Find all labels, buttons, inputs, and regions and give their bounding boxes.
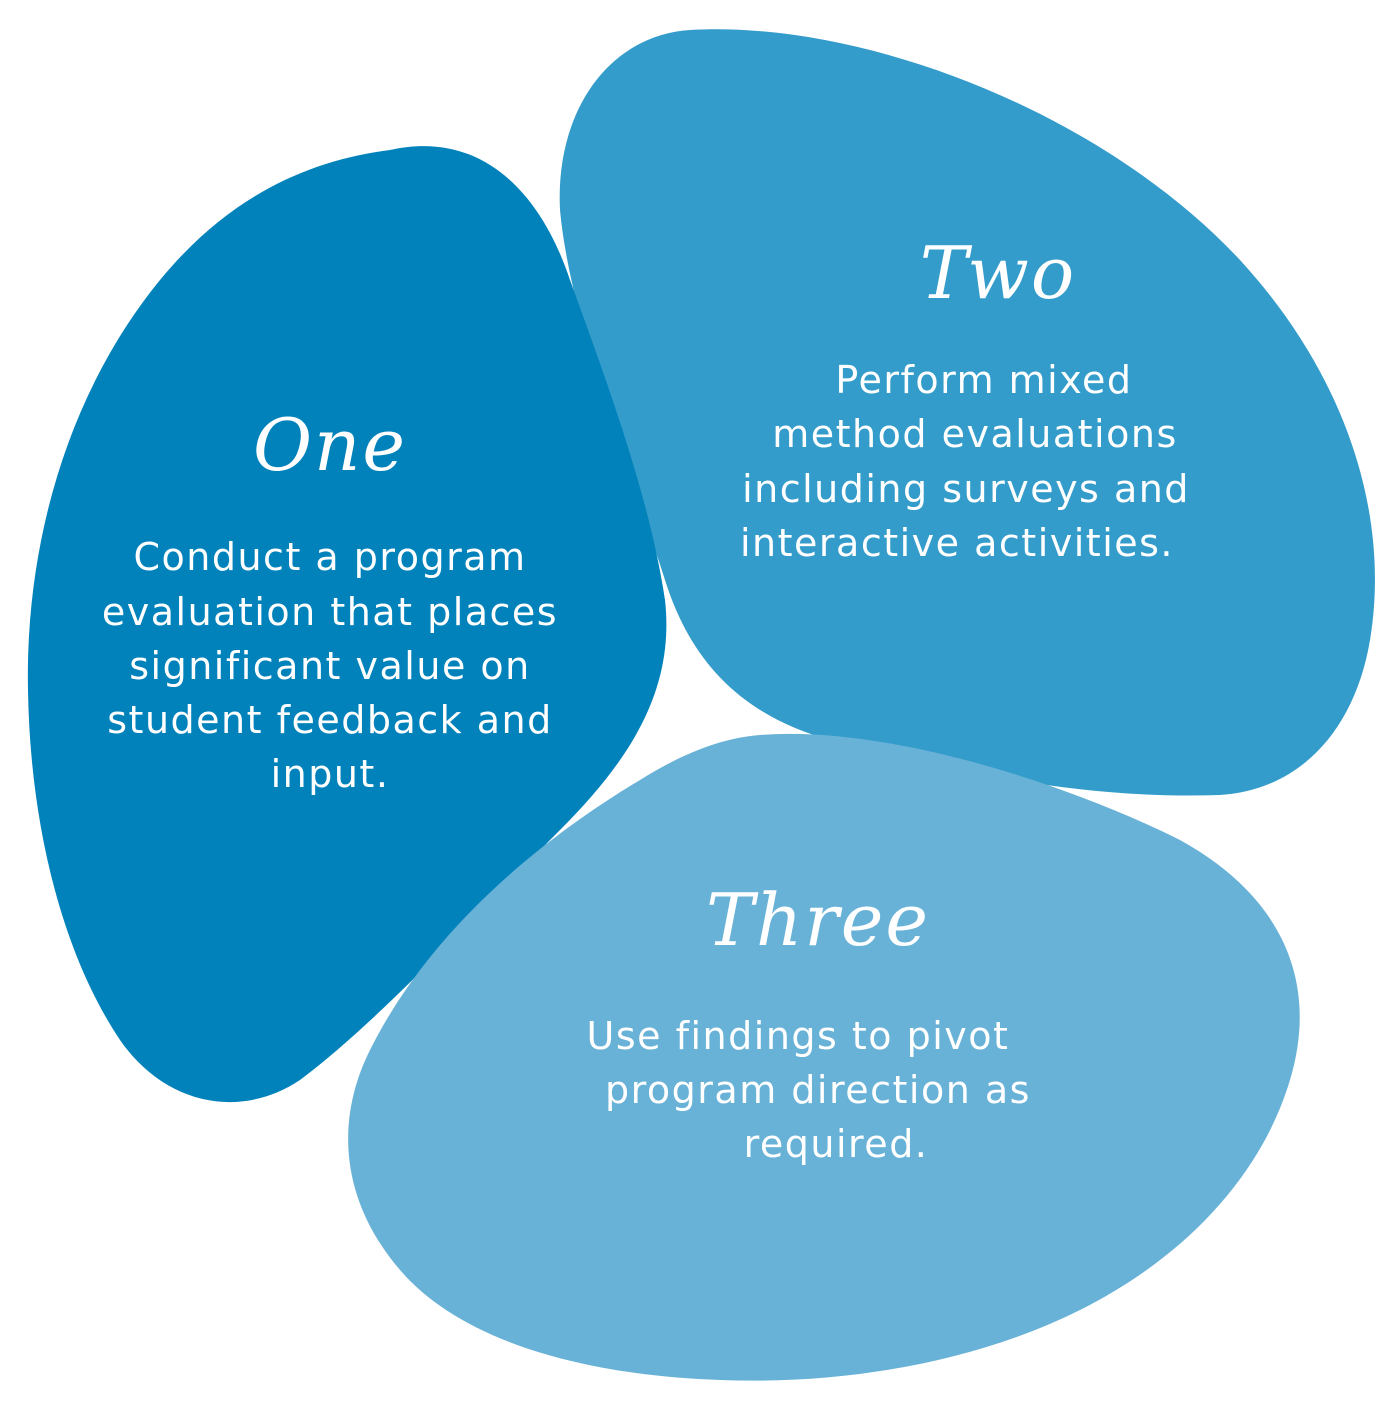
step-one-line: input. xyxy=(271,752,390,796)
step-one-group: One Conduct a program evaluation that pl… xyxy=(27,146,667,1103)
step-one-line: evaluation that places xyxy=(102,590,558,634)
step-two-line: Perform mixed xyxy=(835,358,1132,402)
step-one-line: Conduct a program xyxy=(133,535,526,579)
step-three-line: program direction as xyxy=(605,1068,1031,1112)
step-two-title: Two xyxy=(920,231,1076,315)
step-two-line: interactive activities. xyxy=(740,521,1174,565)
step-three-line: required. xyxy=(744,1122,929,1166)
step-two-line: method evaluations xyxy=(772,412,1178,456)
step-two-group: Two Perform mixed method evaluations inc… xyxy=(559,29,1375,796)
step-two-blob xyxy=(559,29,1375,796)
step-three-title: Three xyxy=(706,878,930,962)
step-one-line: student feedback and xyxy=(107,698,552,742)
step-three-blob xyxy=(348,733,1300,1381)
step-one-line: significant value on xyxy=(129,644,531,688)
step-three-line: Use findings to pivot xyxy=(587,1014,1010,1058)
step-three-group: Three Use findings to pivot program dire… xyxy=(348,733,1300,1381)
step-two-line: including surveys and xyxy=(742,467,1190,511)
step-one-title: One xyxy=(253,403,407,487)
step-one-blob xyxy=(27,146,667,1103)
